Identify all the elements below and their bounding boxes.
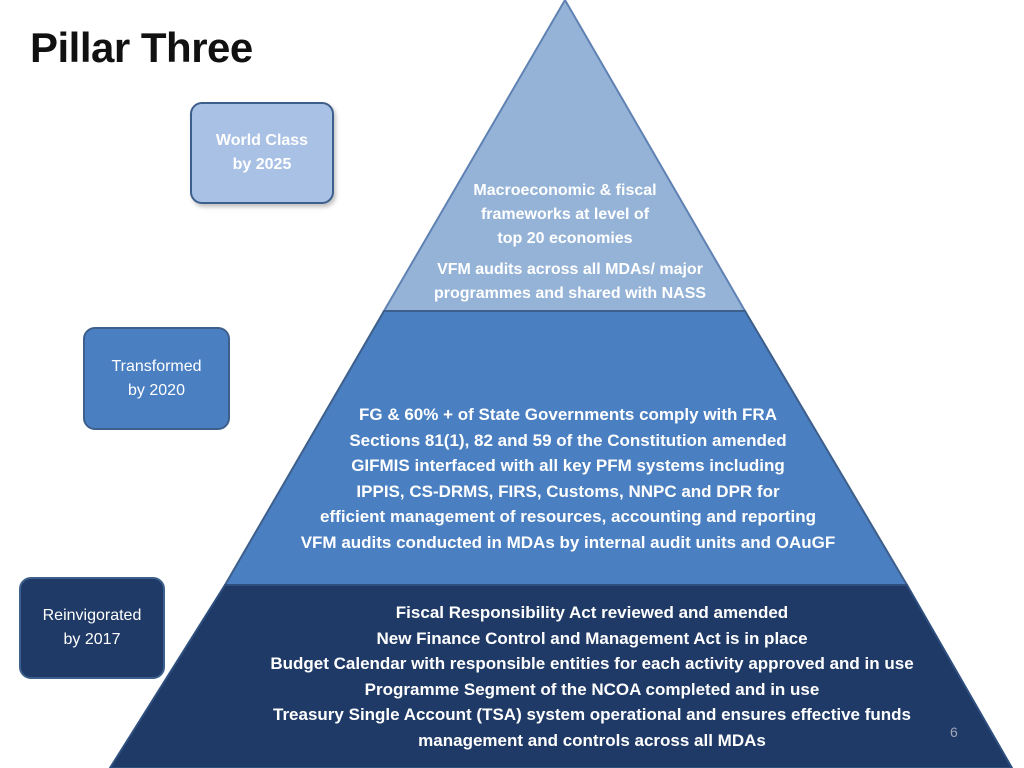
pyramid-tier-bottom [108,584,1014,768]
stage-box-reinvigorated: Reinvigorated by 2017 [19,577,165,679]
tier-line: Treasury Single Account (TSA) system ope… [273,705,911,724]
stage-year: by 2020 [128,381,185,399]
top-tier-text-macroeconomic: Macroeconomic & fiscal frameworks at lev… [473,179,656,251]
tier-line: IPPIS, CS-DRMS, FIRS, Customs, NNPC and … [356,481,780,501]
slide-title: Pillar Three [30,24,253,71]
middle-tier-text: FG & 60% + of State Governments comply w… [301,402,836,555]
stage-label: Transformed [111,357,202,375]
stage-year: by 2025 [232,156,292,173]
tier-line: Budget Calendar with responsible entitie… [270,654,914,673]
stage-year: by 2017 [63,631,121,648]
tier-line: programmes and shared with NASS [433,285,707,302]
tier-line: efficient management of resources, accou… [320,507,816,526]
stage-label: World Class [215,132,309,149]
tier-line: GIFMIS interfaced with all key PFM syste… [351,456,785,475]
tier-line: Programme Segment of the NCOA completed … [364,679,820,699]
bottom-tier-text: Fiscal Responsibility Act reviewed and a… [270,600,913,753]
tier-line: New Finance Control and Management Act i… [376,628,808,648]
stage-label: Reinvigorated [42,607,142,624]
tier-line: frameworks at level of [480,206,650,223]
tier-line: VFM audits conducted in MDAs by internal… [300,532,836,552]
tier-line: top 20 economies [497,230,633,247]
tier-line: VFM audits across all MDAs/ major [437,261,703,278]
tier-line: FG & 60% + of State Governments comply w… [358,405,777,424]
stage-box-world-class: World Class by 2025 [190,102,334,204]
tier-line: Sections 81(1), 82 and 59 of the Constit… [349,430,787,450]
tier-line: Macroeconomic & fiscal [473,182,657,199]
top-tier-text-vfm: VFM audits across all MDAs/ major progra… [434,258,706,306]
page-number: 6 [950,724,958,740]
stage-box-transformed: Transformed by 2020 [83,327,230,430]
tier-line: management and controls across all MDAs [418,730,766,750]
tier-line: Fiscal Responsibility Act reviewed and a… [395,603,789,622]
